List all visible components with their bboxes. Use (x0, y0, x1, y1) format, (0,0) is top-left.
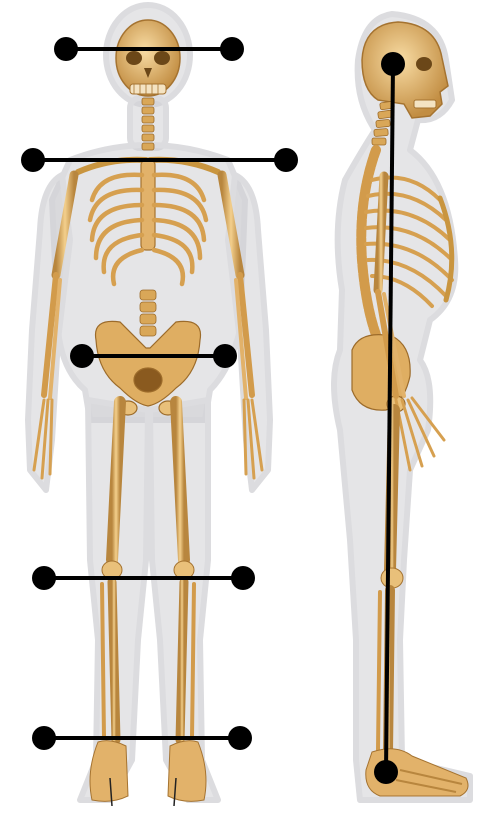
head-level-marker-right (220, 37, 244, 61)
hip-level-marker-left (70, 344, 94, 368)
ankle-level-marker-left (32, 726, 56, 750)
knee-level-marker-right (231, 566, 255, 590)
side-view-figure (334, 14, 470, 800)
plumb-line-top-marker (381, 52, 405, 76)
knee-level-marker-left (32, 566, 56, 590)
shoulder-level-marker-left (21, 148, 45, 172)
ankle-level-marker-right (228, 726, 252, 750)
head-level-marker-left (54, 37, 78, 61)
hip-level-marker-right (213, 344, 237, 368)
front-skull (116, 20, 180, 96)
front-view-figure (28, 5, 270, 806)
front-feet (90, 741, 206, 806)
plumb-line-bottom-marker (374, 760, 398, 784)
shoulder-level-marker-right (274, 148, 298, 172)
ankle-level-line (32, 726, 252, 750)
